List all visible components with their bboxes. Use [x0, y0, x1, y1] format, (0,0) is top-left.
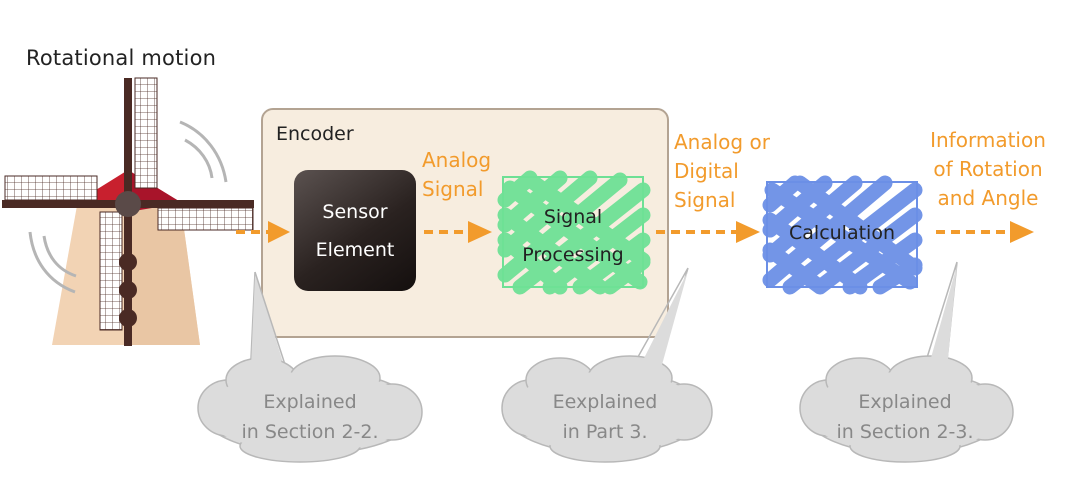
- callout-3-line2: in Section 2-3.: [836, 421, 974, 443]
- callout-text-3: Explained in Section 2-3.: [800, 387, 1010, 447]
- calculation-label: Calculation: [789, 222, 895, 244]
- arrow-sensor-to-processing: [424, 221, 492, 243]
- callout-1-line1: Explained: [263, 391, 357, 413]
- title: Rotational motion: [26, 46, 217, 70]
- information-label: Information of Rotation and Angle: [918, 126, 1058, 213]
- analog-signal-line1: Analog: [422, 148, 492, 172]
- encoder-label: Encoder: [276, 123, 354, 145]
- signal-processing-label: Signal Processing: [503, 198, 643, 274]
- windmill-icon: [2, 77, 254, 346]
- callout-2-line1: Eexplained: [552, 391, 658, 413]
- arrow-processing-to-calculation: [656, 221, 760, 243]
- callout-1-line2: in Section 2-2.: [241, 421, 379, 443]
- signal-processing-line2: Processing: [522, 244, 624, 266]
- arrow-windmill-to-sensor: [236, 221, 290, 243]
- signal-processing-block: [497, 170, 651, 295]
- information-line3: and Angle: [937, 186, 1039, 210]
- analog-signal-label: Analog Signal: [422, 146, 491, 204]
- callout-2-line2: in Part 3.: [562, 421, 648, 443]
- analog-signal-line2: Signal: [422, 177, 484, 201]
- arrow-calculation-to-output: [936, 221, 1034, 243]
- analog-or-digital-line3: Signal: [674, 188, 736, 212]
- information-line2: of Rotation: [933, 157, 1043, 181]
- sensor-element-block: Sensor Element: [294, 170, 416, 291]
- sensor-label-line1: Sensor: [322, 200, 388, 223]
- callout-text-1: Explained in Section 2-2.: [200, 387, 420, 447]
- information-line1: Information: [930, 128, 1046, 152]
- analog-or-digital-line2: Digital: [674, 159, 739, 183]
- callout-text-2: Eexplained in Part 3.: [505, 387, 705, 447]
- signal-processing-line1: Signal: [543, 206, 603, 228]
- callout-cloud-1: [197, 271, 423, 463]
- callout-cloud-2: [501, 267, 713, 463]
- callout-cloud-3: [799, 261, 1014, 463]
- analog-or-digital-label: Analog or Digital Signal: [674, 128, 770, 215]
- calculation-block: [762, 175, 923, 295]
- sensor-label-line2: Element: [315, 238, 395, 261]
- analog-or-digital-line1: Analog or: [674, 130, 770, 154]
- callout-3-line1: Explained: [858, 391, 952, 413]
